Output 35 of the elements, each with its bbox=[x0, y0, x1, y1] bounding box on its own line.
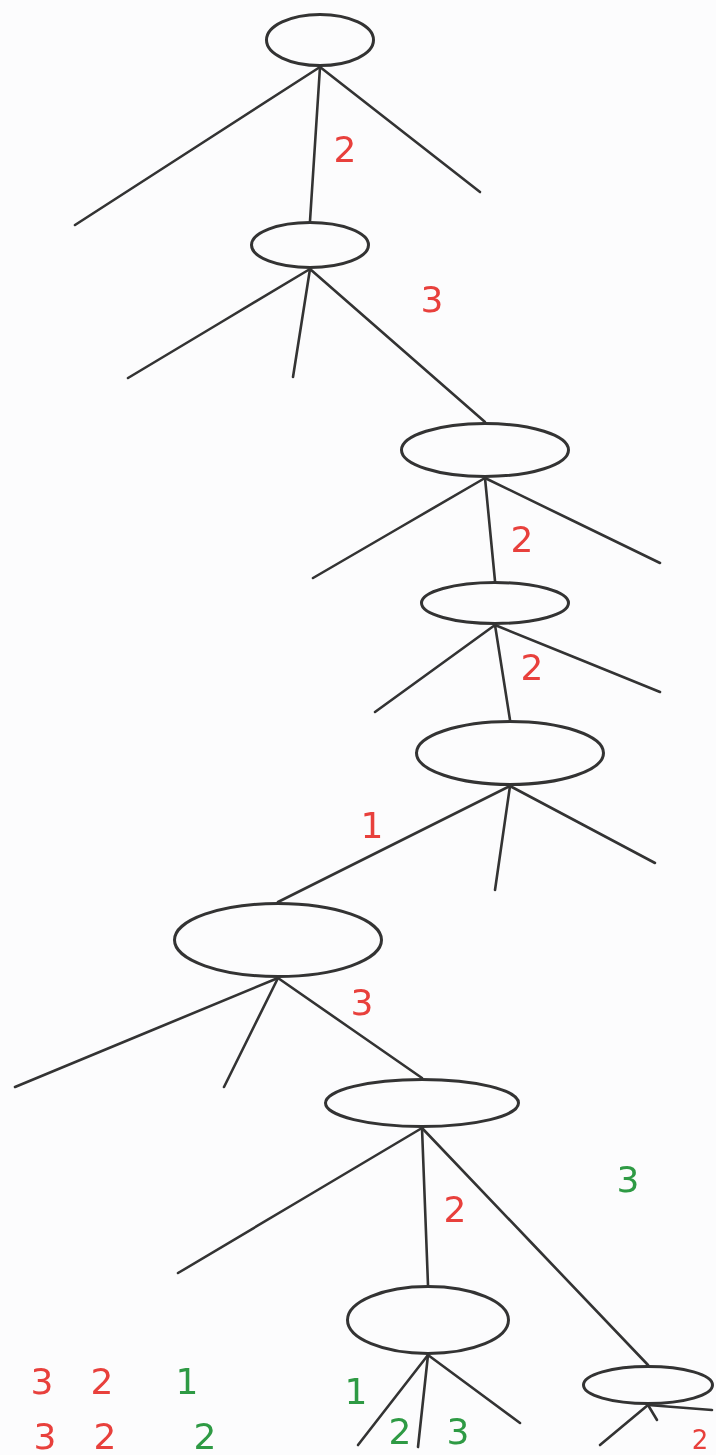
tree-branch-line bbox=[493, 784, 512, 892]
tree-branch-line bbox=[276, 784, 512, 904]
tree-branch-line bbox=[318, 65, 482, 194]
tree-branch-line bbox=[176, 1126, 424, 1275]
tree-branch-line bbox=[493, 623, 512, 722]
tree-node-ellipse bbox=[420, 581, 570, 625]
tree-branch-line bbox=[493, 623, 662, 694]
tree-branch-line bbox=[483, 476, 497, 583]
tree-node-ellipse bbox=[173, 902, 383, 978]
tree-node-ellipse bbox=[324, 1078, 520, 1128]
tree-node-ellipse bbox=[346, 1285, 510, 1355]
tree-node-ellipse bbox=[400, 422, 570, 478]
tree-branch-line bbox=[308, 267, 487, 424]
tree-branch-line bbox=[483, 476, 662, 565]
tree-branch-line bbox=[276, 976, 424, 1080]
tree-branch-line bbox=[311, 476, 487, 580]
tree-branch-line bbox=[416, 1353, 430, 1449]
tree-node-ellipse bbox=[582, 1365, 714, 1405]
tree-branch-line bbox=[373, 623, 497, 714]
tree-node-ellipse bbox=[265, 13, 375, 67]
tree-branch-line bbox=[420, 1126, 650, 1367]
tree-branch-line bbox=[126, 267, 312, 380]
tree-branch-line bbox=[222, 976, 280, 1089]
tree-branch-line bbox=[291, 267, 312, 379]
tree-node-ellipse bbox=[250, 221, 370, 269]
tree-branch-line bbox=[420, 1126, 430, 1287]
tree-branch-line bbox=[356, 1353, 430, 1447]
tree-branch-line bbox=[598, 1403, 650, 1447]
tree-branch-line bbox=[646, 1403, 659, 1422]
tree-branch-line bbox=[646, 1403, 714, 1412]
tree-branch-line bbox=[308, 65, 322, 223]
tree-branch-line bbox=[426, 1353, 522, 1425]
tree-node-ellipse bbox=[415, 720, 605, 786]
tree-branch-line bbox=[73, 65, 322, 227]
tree-branch-line bbox=[508, 784, 657, 865]
